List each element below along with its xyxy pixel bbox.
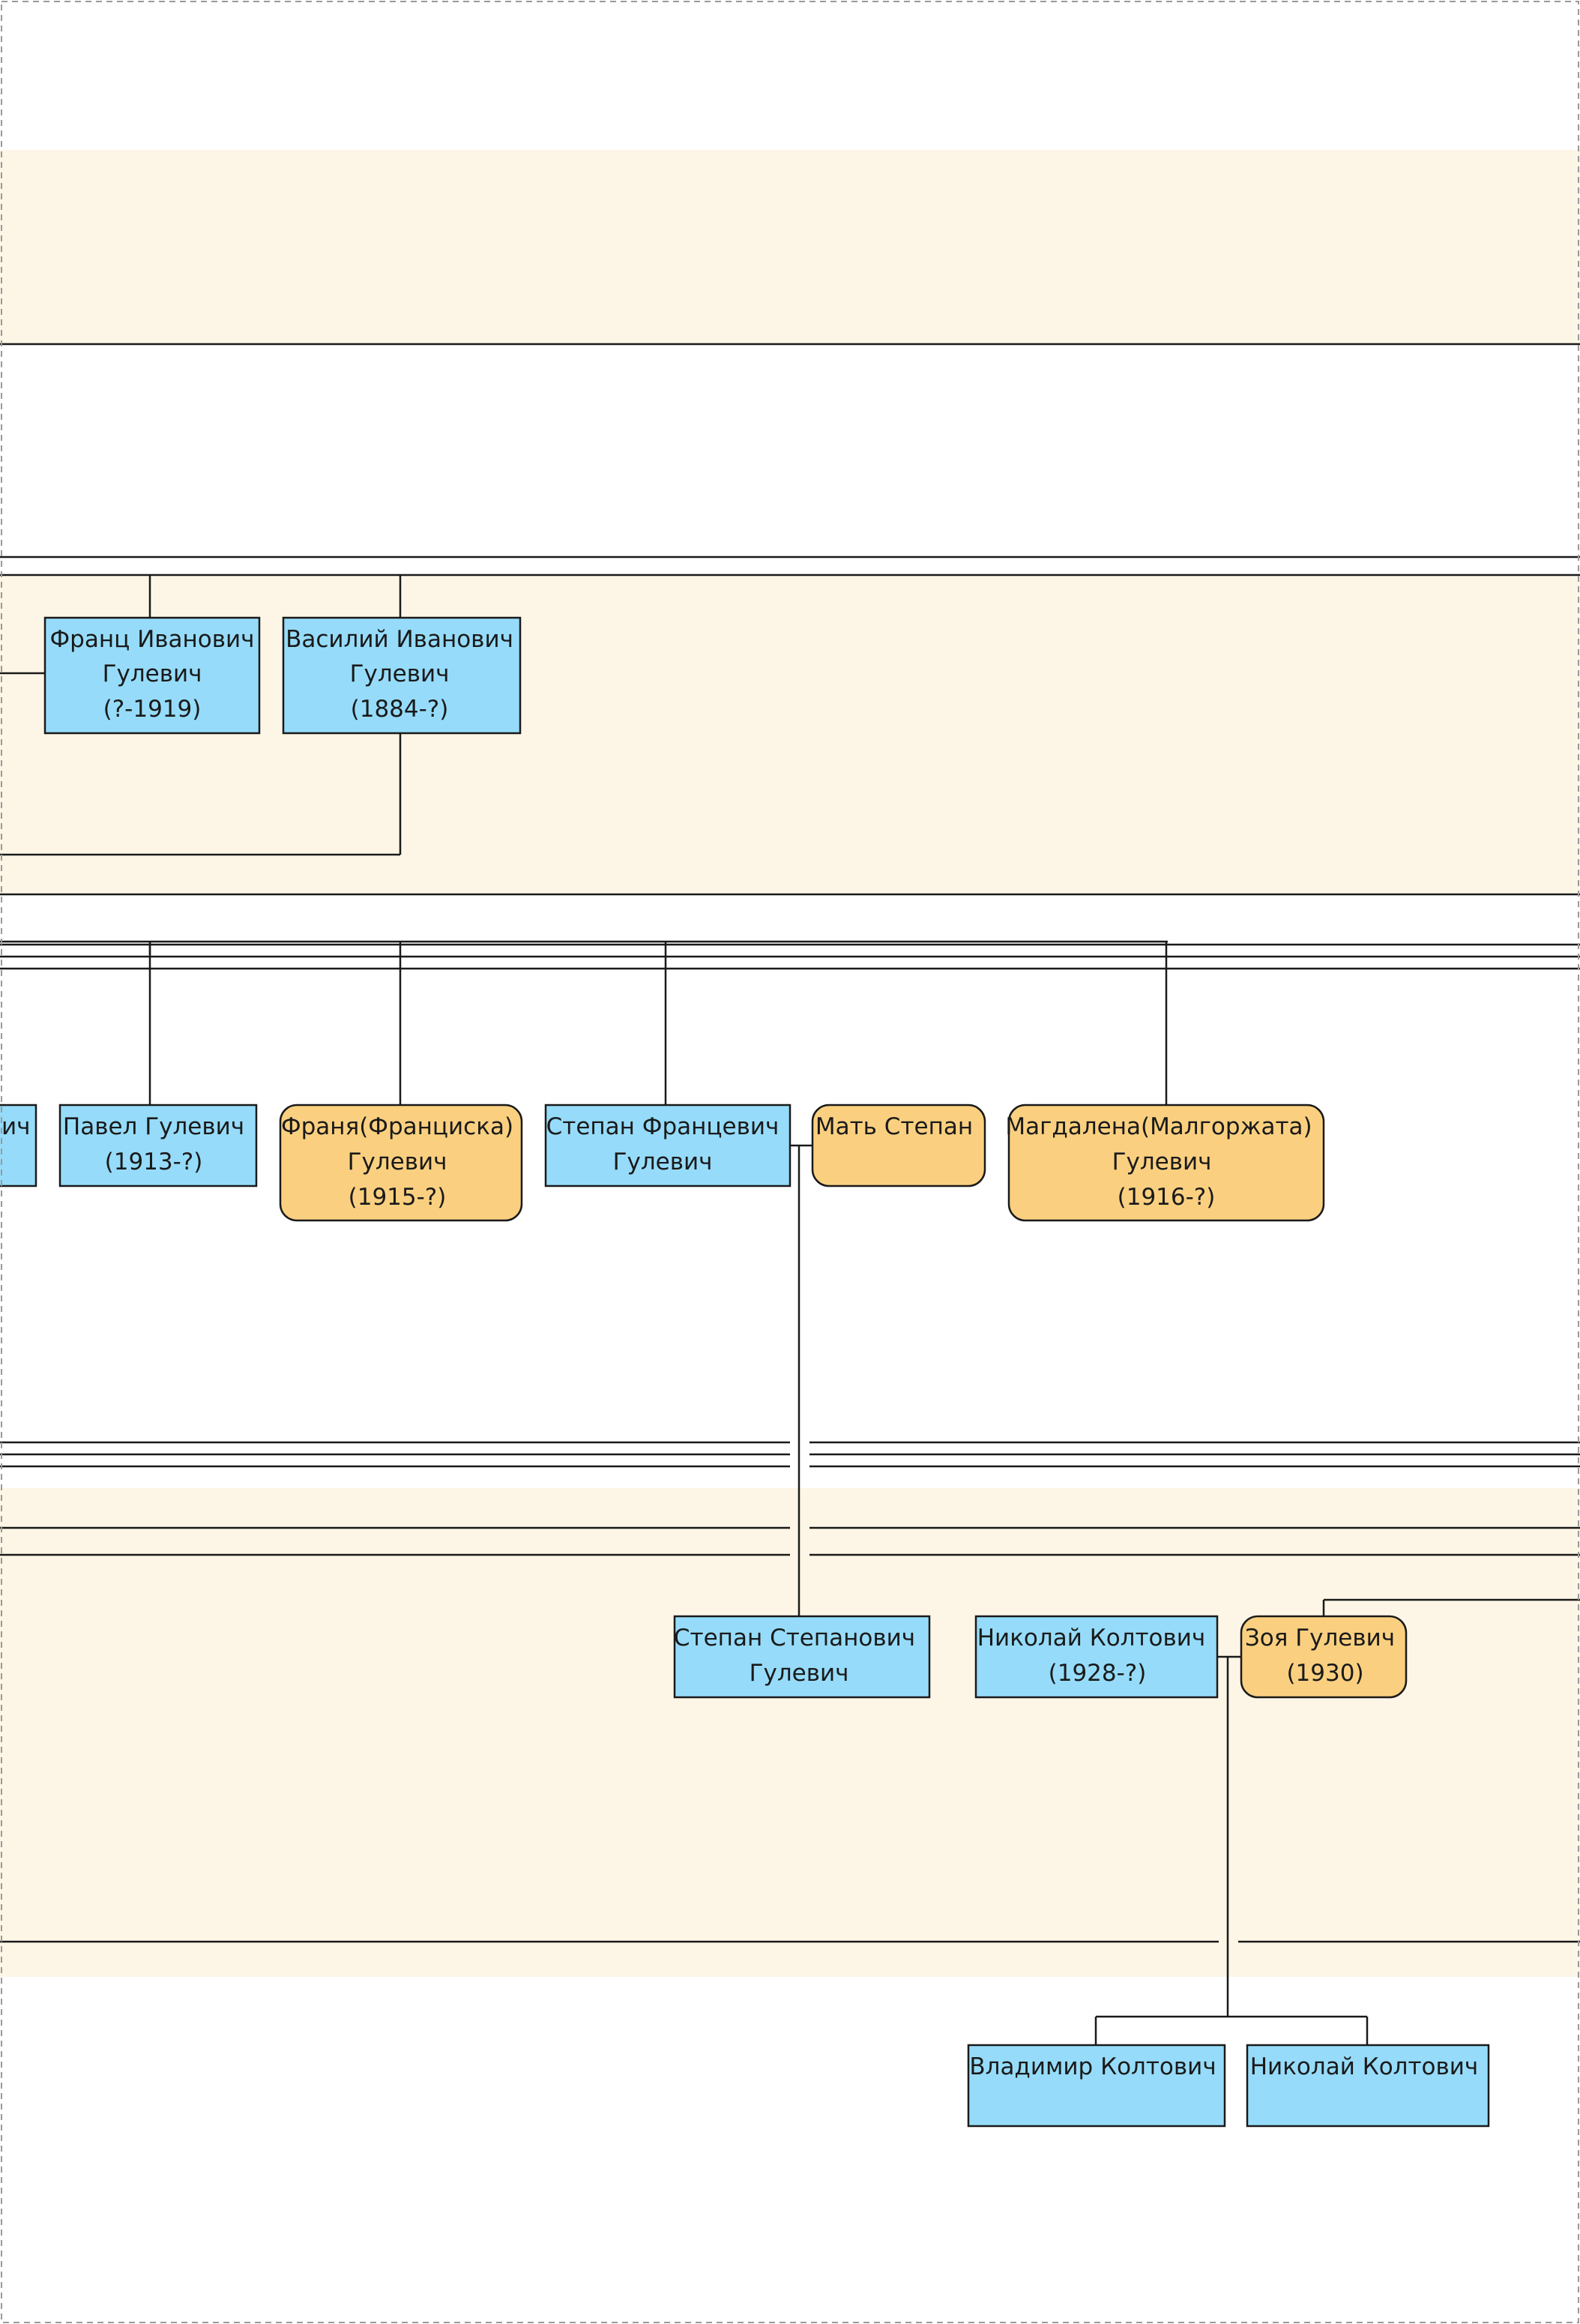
person-name-line: Гулевич bbox=[750, 1660, 849, 1687]
person-box-male bbox=[967, 2044, 1226, 2128]
person-pavel[interactable]: Павел Гулевич (1913-?) bbox=[58, 1104, 258, 1187]
person-name-line: Гулевич bbox=[348, 1149, 447, 1175]
person-partial[interactable]: ич bbox=[0, 1104, 37, 1187]
person-box-female bbox=[1007, 1104, 1325, 1222]
person-box-male bbox=[0, 1104, 37, 1187]
band-1 bbox=[0, 150, 1580, 343]
generation-bands bbox=[0, 150, 1580, 1977]
person-stepan-stepanovich[interactable]: Степан Степанович Гулевич bbox=[673, 1615, 931, 1699]
person-dates: (1916-?) bbox=[1118, 1184, 1216, 1211]
person-boxes: Франц Иванович Гулевич (?-1919) Василий … bbox=[0, 616, 1490, 2128]
person-dates: (?-1919) bbox=[103, 696, 202, 723]
person-name-line: Павел Гулевич bbox=[63, 1113, 244, 1140]
person-name-line: Николай Колтович bbox=[1250, 2053, 1479, 2080]
person-franya[interactable]: Франя(Франциска) Гулевич (1915-?) bbox=[279, 1104, 523, 1222]
person-name-line: Магдалена(Малгоржата) bbox=[1005, 1113, 1312, 1140]
person-name-line: Гулевич bbox=[1112, 1149, 1212, 1175]
person-nikolai-koltovich[interactable]: Николай Колтович (1928-?) bbox=[974, 1615, 1219, 1699]
person-vasily[interactable]: Василий Иванович Гулевич (1884-?) bbox=[282, 616, 522, 735]
person-dates: (1915-?) bbox=[349, 1184, 447, 1211]
person-frants[interactable]: Франц Иванович Гулевич (?-1919) bbox=[43, 616, 261, 735]
connector-lines bbox=[0, 575, 1580, 2045]
person-box-female bbox=[811, 1104, 986, 1187]
separator-lines-split bbox=[0, 1441, 1580, 1943]
person-box-male bbox=[974, 1615, 1219, 1699]
person-name-line: Степан Францевич bbox=[546, 1113, 780, 1140]
band-2 bbox=[0, 576, 1580, 895]
person-name-line: Гулевич bbox=[350, 660, 450, 687]
person-name-line: Зоя Гулевич bbox=[1245, 1625, 1395, 1652]
person-box-female bbox=[1240, 1615, 1408, 1699]
person-name-line: Франя(Франциска) bbox=[281, 1113, 513, 1140]
person-box-male bbox=[673, 1615, 931, 1699]
person-box-male bbox=[282, 616, 522, 735]
person-dates: (1884-?) bbox=[351, 696, 449, 723]
person-box-male bbox=[58, 1104, 258, 1187]
person-name-line: Гулевич bbox=[103, 660, 202, 687]
person-name-line: Николай Колтович bbox=[977, 1625, 1206, 1652]
person-dates: (1928-?) bbox=[1049, 1660, 1147, 1687]
person-box-male bbox=[43, 616, 261, 735]
person-name-line: Владимир Колтович bbox=[969, 2053, 1216, 2080]
person-vladimir-koltovich[interactable]: Владимир Колтович bbox=[967, 2044, 1226, 2128]
person-box-male bbox=[544, 1104, 791, 1187]
person-dates: (1913-?) bbox=[105, 1149, 203, 1175]
person-mother-stepan[interactable]: Мать Степан bbox=[811, 1104, 986, 1187]
person-dates: (1930) bbox=[1286, 1660, 1363, 1687]
person-name-line: Гулевич bbox=[613, 1149, 713, 1175]
person-box-female bbox=[279, 1104, 523, 1222]
person-name-line: Василий Иванович bbox=[286, 626, 513, 653]
person-name-line: Мать Степан bbox=[815, 1113, 973, 1140]
person-box-male bbox=[1246, 2044, 1490, 2128]
person-name-line: Франц Иванович bbox=[49, 626, 254, 653]
person-name-line: ич bbox=[1, 1113, 30, 1140]
person-stepan-frantsevich[interactable]: Степан Францевич Гулевич bbox=[544, 1104, 791, 1187]
person-name-line: Степан Степанович bbox=[674, 1625, 915, 1652]
separator-lines bbox=[0, 343, 1580, 1943]
band-3 bbox=[0, 1488, 1580, 1977]
person-magdalena[interactable]: Магдалена(Малгоржата) Гулевич (1916-?) bbox=[1005, 1104, 1325, 1222]
person-zoya[interactable]: Зоя Гулевич (1930) bbox=[1240, 1615, 1408, 1699]
person-nikolai-koltovich-2[interactable]: Николай Колтович bbox=[1246, 2044, 1490, 2128]
